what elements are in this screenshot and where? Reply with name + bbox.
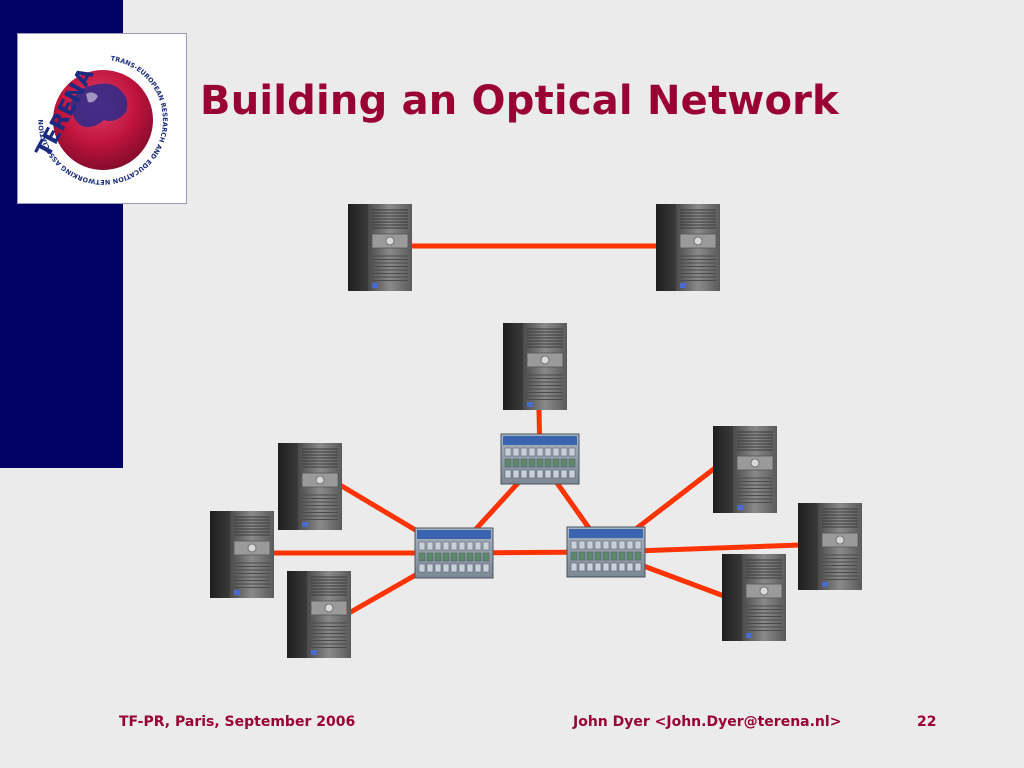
server-right-1-server-icon [713,426,777,513]
server-right-2-server-icon [798,503,862,590]
footer-page-number: 22 [917,714,937,730]
switch-top-switch-icon [500,433,580,485]
terena-logo-graphic: TRANS-EUROPEAN RESEARCH AND EDUCATION NE… [31,54,168,186]
terena-logo: TRANS-EUROPEAN RESEARCH AND EDUCATION NE… [17,33,187,204]
switch-left-switch-icon [414,527,494,579]
server-right-3-server-icon [722,554,786,641]
server-left-3-server-icon [287,571,351,658]
footer-event: TF-PR, Paris, September 2006 [119,714,356,730]
server-left-1-server-icon [278,443,342,530]
server-top-left-server-icon [348,204,412,291]
server-left-2-server-icon [210,511,274,598]
server-center-top-server-icon [503,323,567,410]
server-top-right-server-icon [656,204,720,291]
footer-author: John Dyer <John.Dyer@terena.nl> [573,714,842,730]
switch-right-switch-icon [566,526,646,578]
slide-title: Building an Optical Network [200,78,839,124]
